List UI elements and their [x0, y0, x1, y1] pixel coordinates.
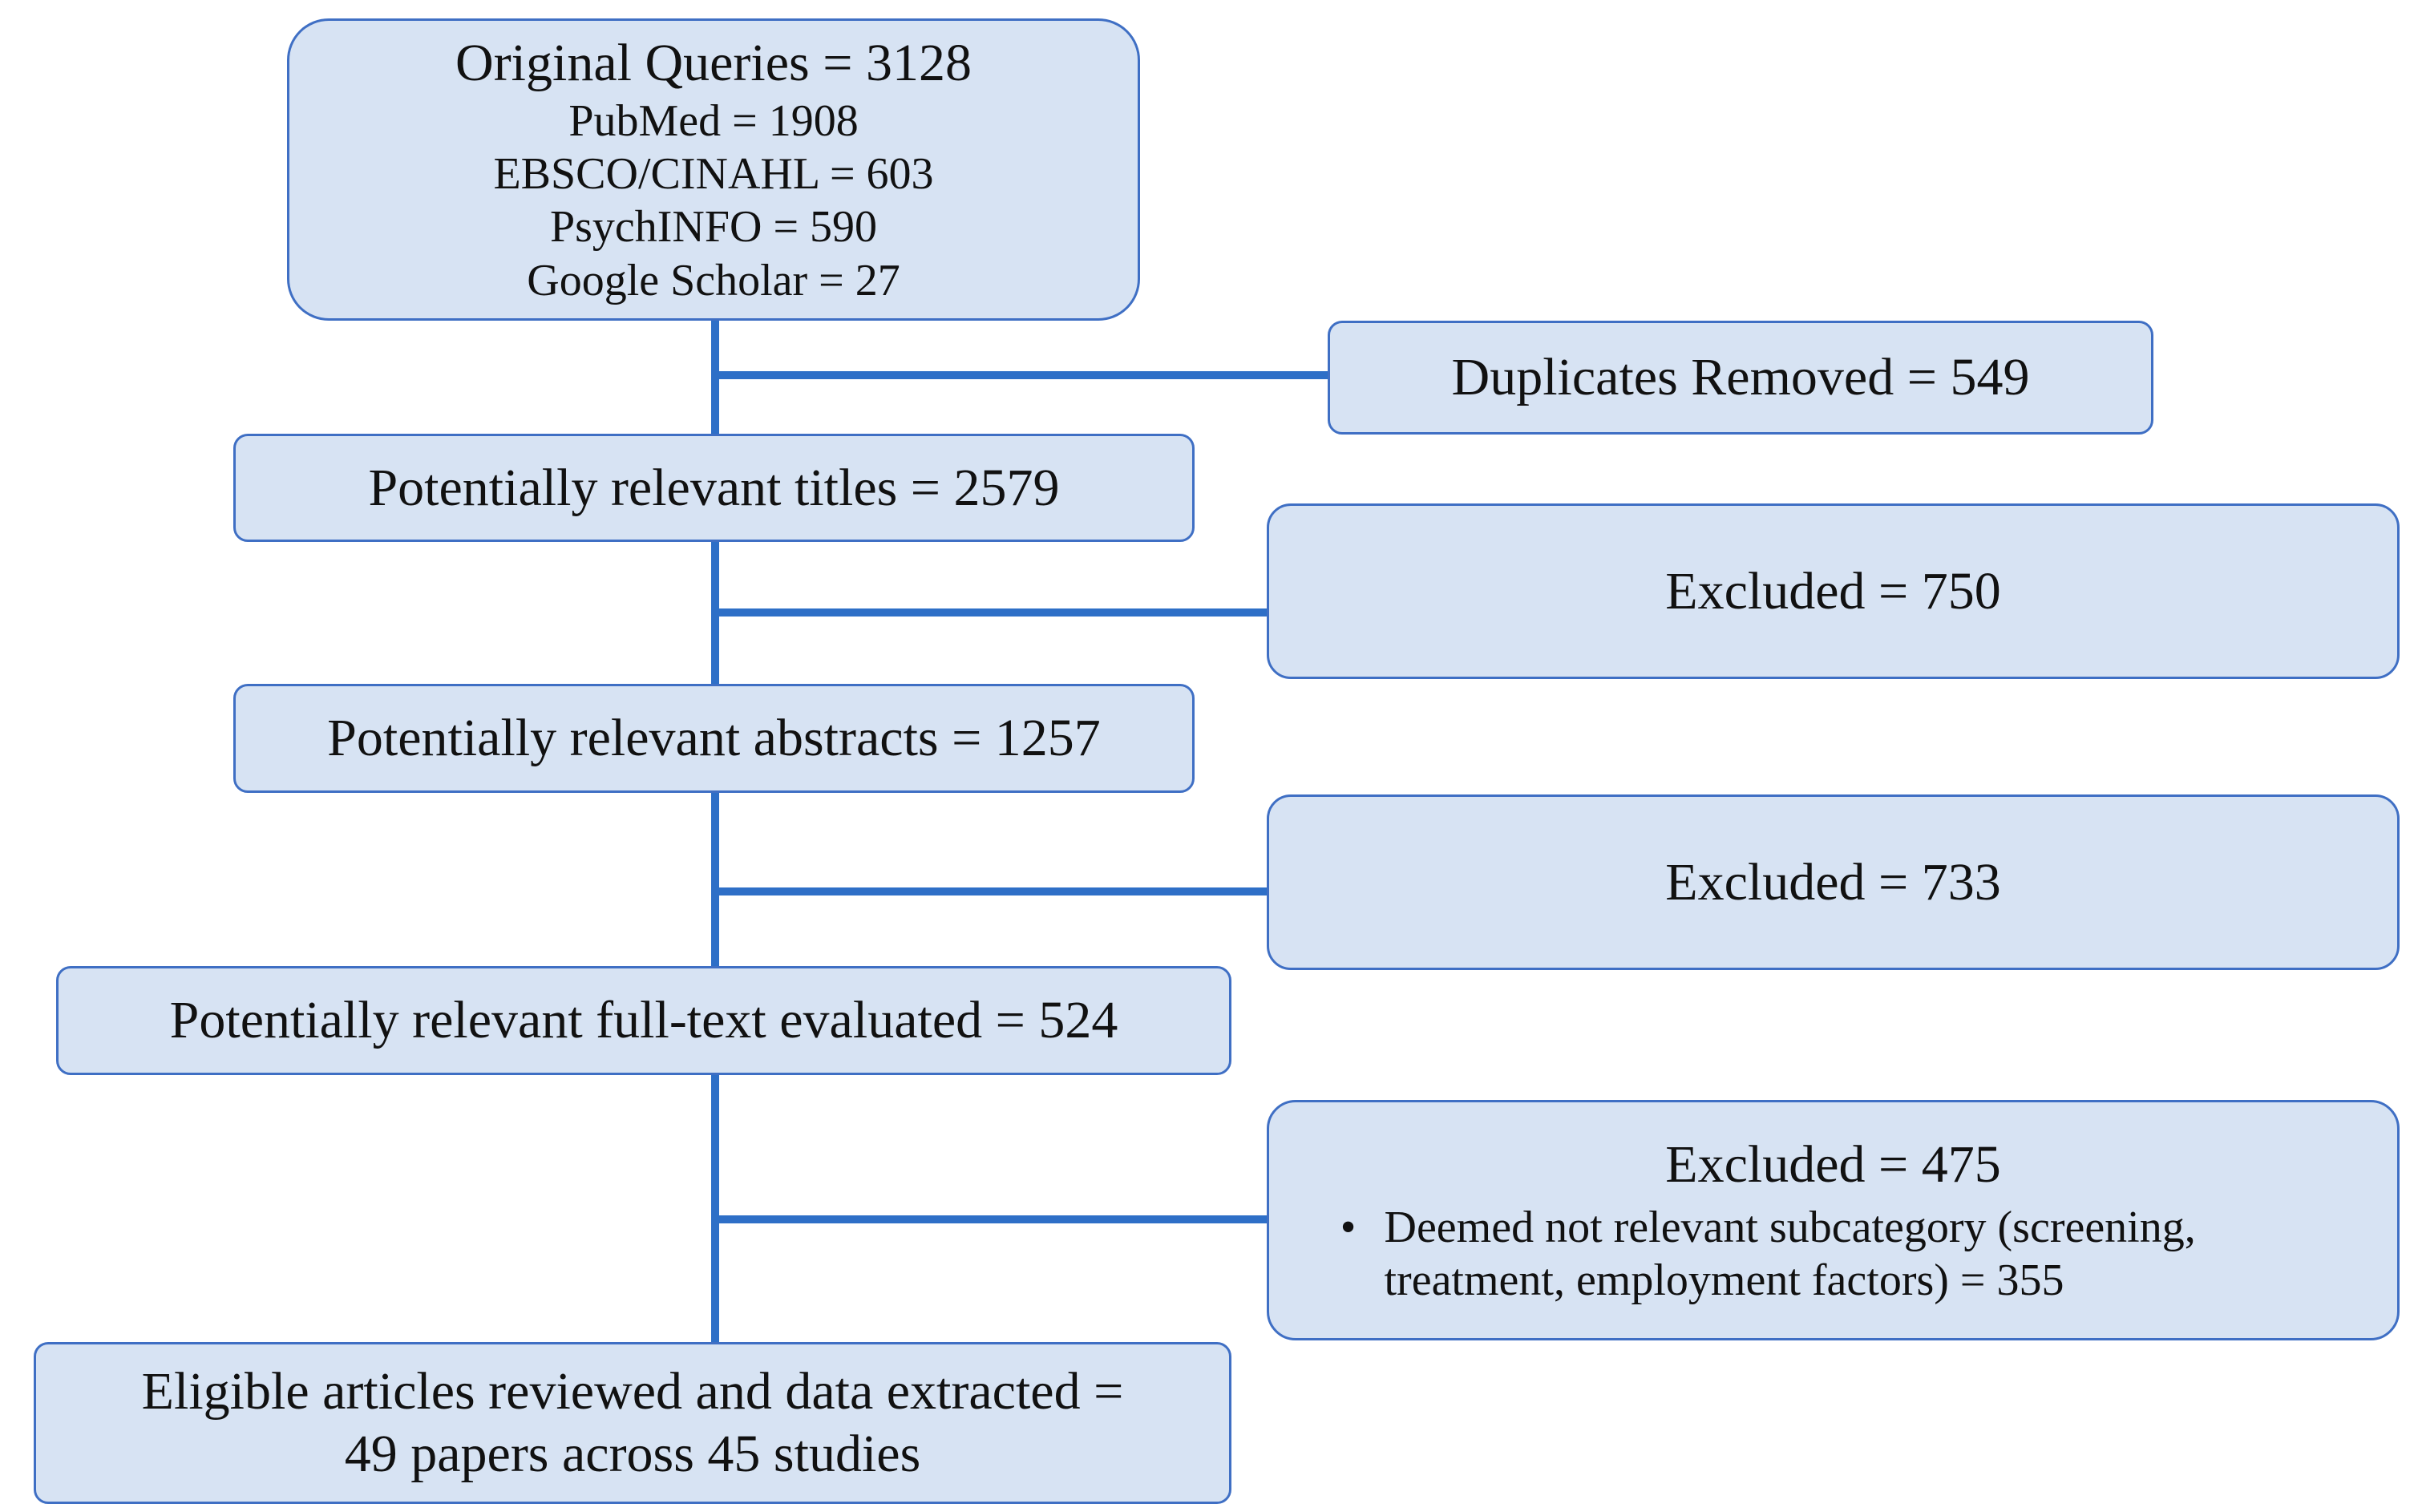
excluded-titles-text: Excluded = 750 — [1665, 561, 2001, 621]
source-psychinfo: PsychINFO = 590 — [549, 202, 878, 253]
eligible-articles-box: Eligible articles reviewed and data extr… — [34, 1342, 1231, 1504]
relevant-abstracts-text: Potentially relevant abstracts = 1257 — [327, 709, 1101, 768]
relevant-titles-box: Potentially relevant titles = 2579 — [233, 434, 1195, 542]
source-google-scholar: Google Scholar = 27 — [527, 255, 900, 305]
source-ebsco-cinahl: EBSCO/CINAHL = 603 — [493, 149, 934, 200]
full-text-evaluated-box: Potentially relevant full-text evaluated… — [56, 966, 1231, 1075]
eligible-articles-line-1: Eligible articles reviewed and data extr… — [141, 1362, 1124, 1421]
excluded-full-text-title: Excluded = 475 — [1665, 1134, 2001, 1194]
eligible-articles-line-2: 49 papers across 45 studies — [344, 1425, 921, 1483]
duplicates-removed-box: Duplicates Removed = 549 — [1328, 321, 2153, 435]
full-text-evaluated-text: Potentially relevant full-text evaluated… — [169, 991, 1118, 1050]
excluded-abstracts-box: Excluded = 733 — [1267, 794, 2400, 970]
source-pubmed: PubMed = 1908 — [568, 96, 859, 147]
exclusion-reason-item: • Deemed not relevant subcategory (scree… — [1312, 1201, 2355, 1307]
bullet-icon: • — [1340, 1202, 1357, 1252]
exclusion-reason-line-2: treatment, employment factors) = 355 — [1384, 1255, 2064, 1305]
excluded-abstracts-text: Excluded = 733 — [1665, 852, 2001, 912]
original-queries-title: Original Queries = 3128 — [455, 34, 972, 93]
original-queries-box: Original Queries = 3128 PubMed = 1908 EB… — [287, 18, 1140, 321]
exclusion-reason-line-1: Deemed not relevant subcategory (screeni… — [1384, 1202, 2196, 1252]
excluded-titles-box: Excluded = 750 — [1267, 503, 2400, 679]
relevant-abstracts-box: Potentially relevant abstracts = 1257 — [233, 684, 1195, 793]
excluded-full-text-box: Excluded = 475 • Deemed not relevant sub… — [1267, 1100, 2400, 1340]
duplicates-removed-text: Duplicates Removed = 549 — [1451, 348, 2030, 407]
relevant-titles-text: Potentially relevant titles = 2579 — [368, 458, 1060, 517]
